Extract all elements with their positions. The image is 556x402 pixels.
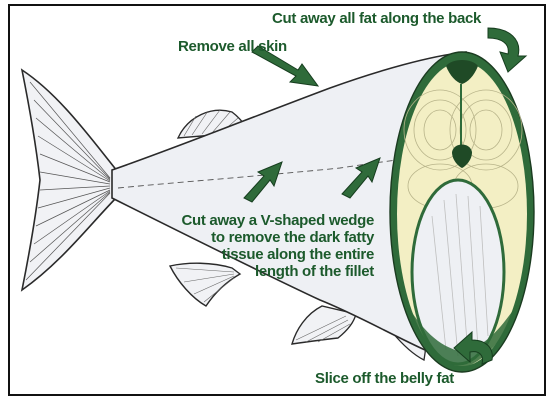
arrow-back-fat — [488, 28, 526, 72]
label-back-fat: Cut away all fat along the back — [272, 10, 481, 27]
label-v-wedge-line: Cut away a V-shaped wedge — [178, 212, 374, 229]
label-belly-fat: Slice off the belly fat — [315, 370, 454, 387]
label-v-wedge: Cut away a V-shaped wedge to remove the … — [178, 212, 374, 280]
label-remove-skin: Remove all skin — [178, 38, 287, 55]
label-v-wedge-line: tissue along the entire — [178, 246, 374, 263]
label-v-wedge-line: to remove the dark fatty — [178, 229, 374, 246]
tail-fin — [22, 70, 118, 290]
label-v-wedge-line: length of the fillet — [178, 263, 374, 280]
